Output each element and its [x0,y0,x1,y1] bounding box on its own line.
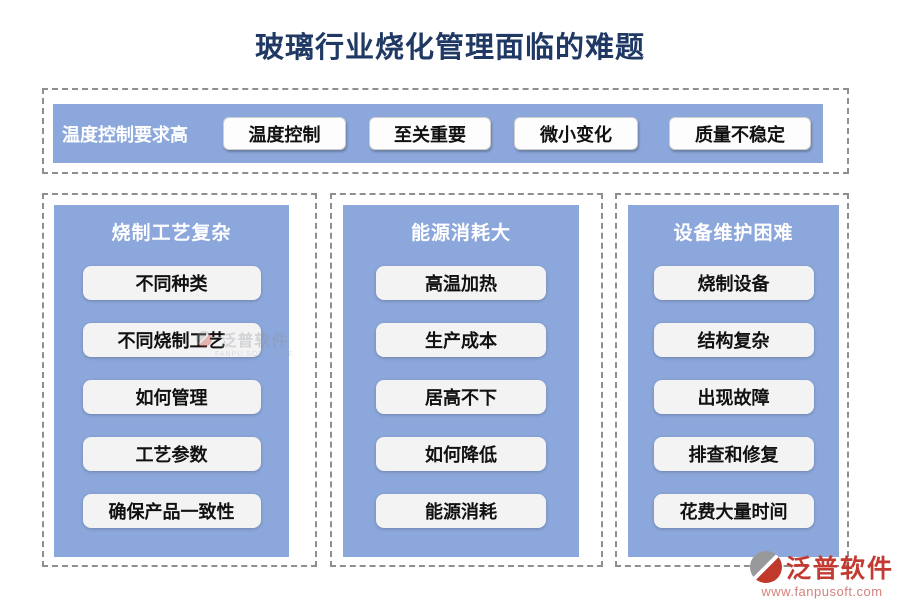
column-item[interactable]: 不同烧制工艺 [82,323,261,357]
vendor-logo-url[interactable]: www.fanpusoft.com [761,584,883,599]
column-energy-consumption: 能源消耗大 高温加热 生产成本 居高不下 如何降低 能源消耗 [330,193,603,567]
column-item[interactable]: 工艺参数 [82,437,261,471]
column-item[interactable]: 如何管理 [82,380,261,414]
column-equipment-maintenance: 设备维护困难 烧制设备 结构复杂 出现故障 排查和修复 花费大量时间 [615,193,849,567]
column-header: 设备维护困难 [673,223,794,244]
vendor-logo-name: 泛普软件 [786,555,895,583]
column-item[interactable]: 生产成本 [376,323,546,357]
equipment-panel: 设备维护困难 烧制设备 结构复杂 出现故障 排查和修复 花费大量时间 [628,205,839,557]
column-item-list: 不同种类 不同烧制工艺 如何管理 工艺参数 确保产品一致性 [82,266,261,528]
chip-temperature-control[interactable]: 温度控制 [223,117,346,150]
temperature-banner-label: 温度控制要求高 [62,124,188,145]
column-item[interactable]: 居高不下 [376,380,546,414]
column-firing-process: 烧制工艺复杂 不同种类 不同烧制工艺 如何管理 工艺参数 确保产品一致性 [42,193,317,567]
chip-small-changes[interactable]: 微小变化 [514,117,638,150]
column-item[interactable]: 能源消耗 [376,494,546,528]
energy-panel: 能源消耗大 高温加热 生产成本 居高不下 如何降低 能源消耗 [343,205,579,557]
column-item[interactable]: 出现故障 [653,380,814,414]
column-item[interactable]: 花费大量时间 [653,494,814,528]
vendor-logo[interactable]: 泛普软件 www.fanpusoft.com [750,549,894,599]
chip-unstable-quality[interactable]: 质量不稳定 [669,117,811,150]
column-item[interactable]: 如何降低 [376,437,546,471]
temperature-section: 温度控制要求高 温度控制 至关重要 微小变化 质量不稳定 [42,88,849,174]
column-item[interactable]: 烧制设备 [653,266,814,300]
column-item[interactable]: 确保产品一致性 [82,494,261,528]
column-header: 能源消耗大 [410,223,511,244]
column-item-list: 高温加热 生产成本 居高不下 如何降低 能源消耗 [376,266,546,528]
column-item[interactable]: 排查和修复 [653,437,814,471]
vendor-logo-icon [750,551,782,583]
page-title: 玻璃行业烧化管理面临的难题 [254,32,645,64]
column-item-list: 烧制设备 结构复杂 出现故障 排查和修复 花费大量时间 [653,266,814,528]
chip-critical-importance[interactable]: 至关重要 [369,117,491,150]
temperature-banner: 温度控制要求高 温度控制 至关重要 微小变化 质量不稳定 [53,104,823,163]
column-item[interactable]: 高温加热 [376,266,546,300]
column-item[interactable]: 结构复杂 [653,323,814,357]
firing-process-panel: 烧制工艺复杂 不同种类 不同烧制工艺 如何管理 工艺参数 确保产品一致性 [54,205,289,557]
column-header: 烧制工艺复杂 [111,223,232,244]
column-item[interactable]: 不同种类 [82,266,261,300]
